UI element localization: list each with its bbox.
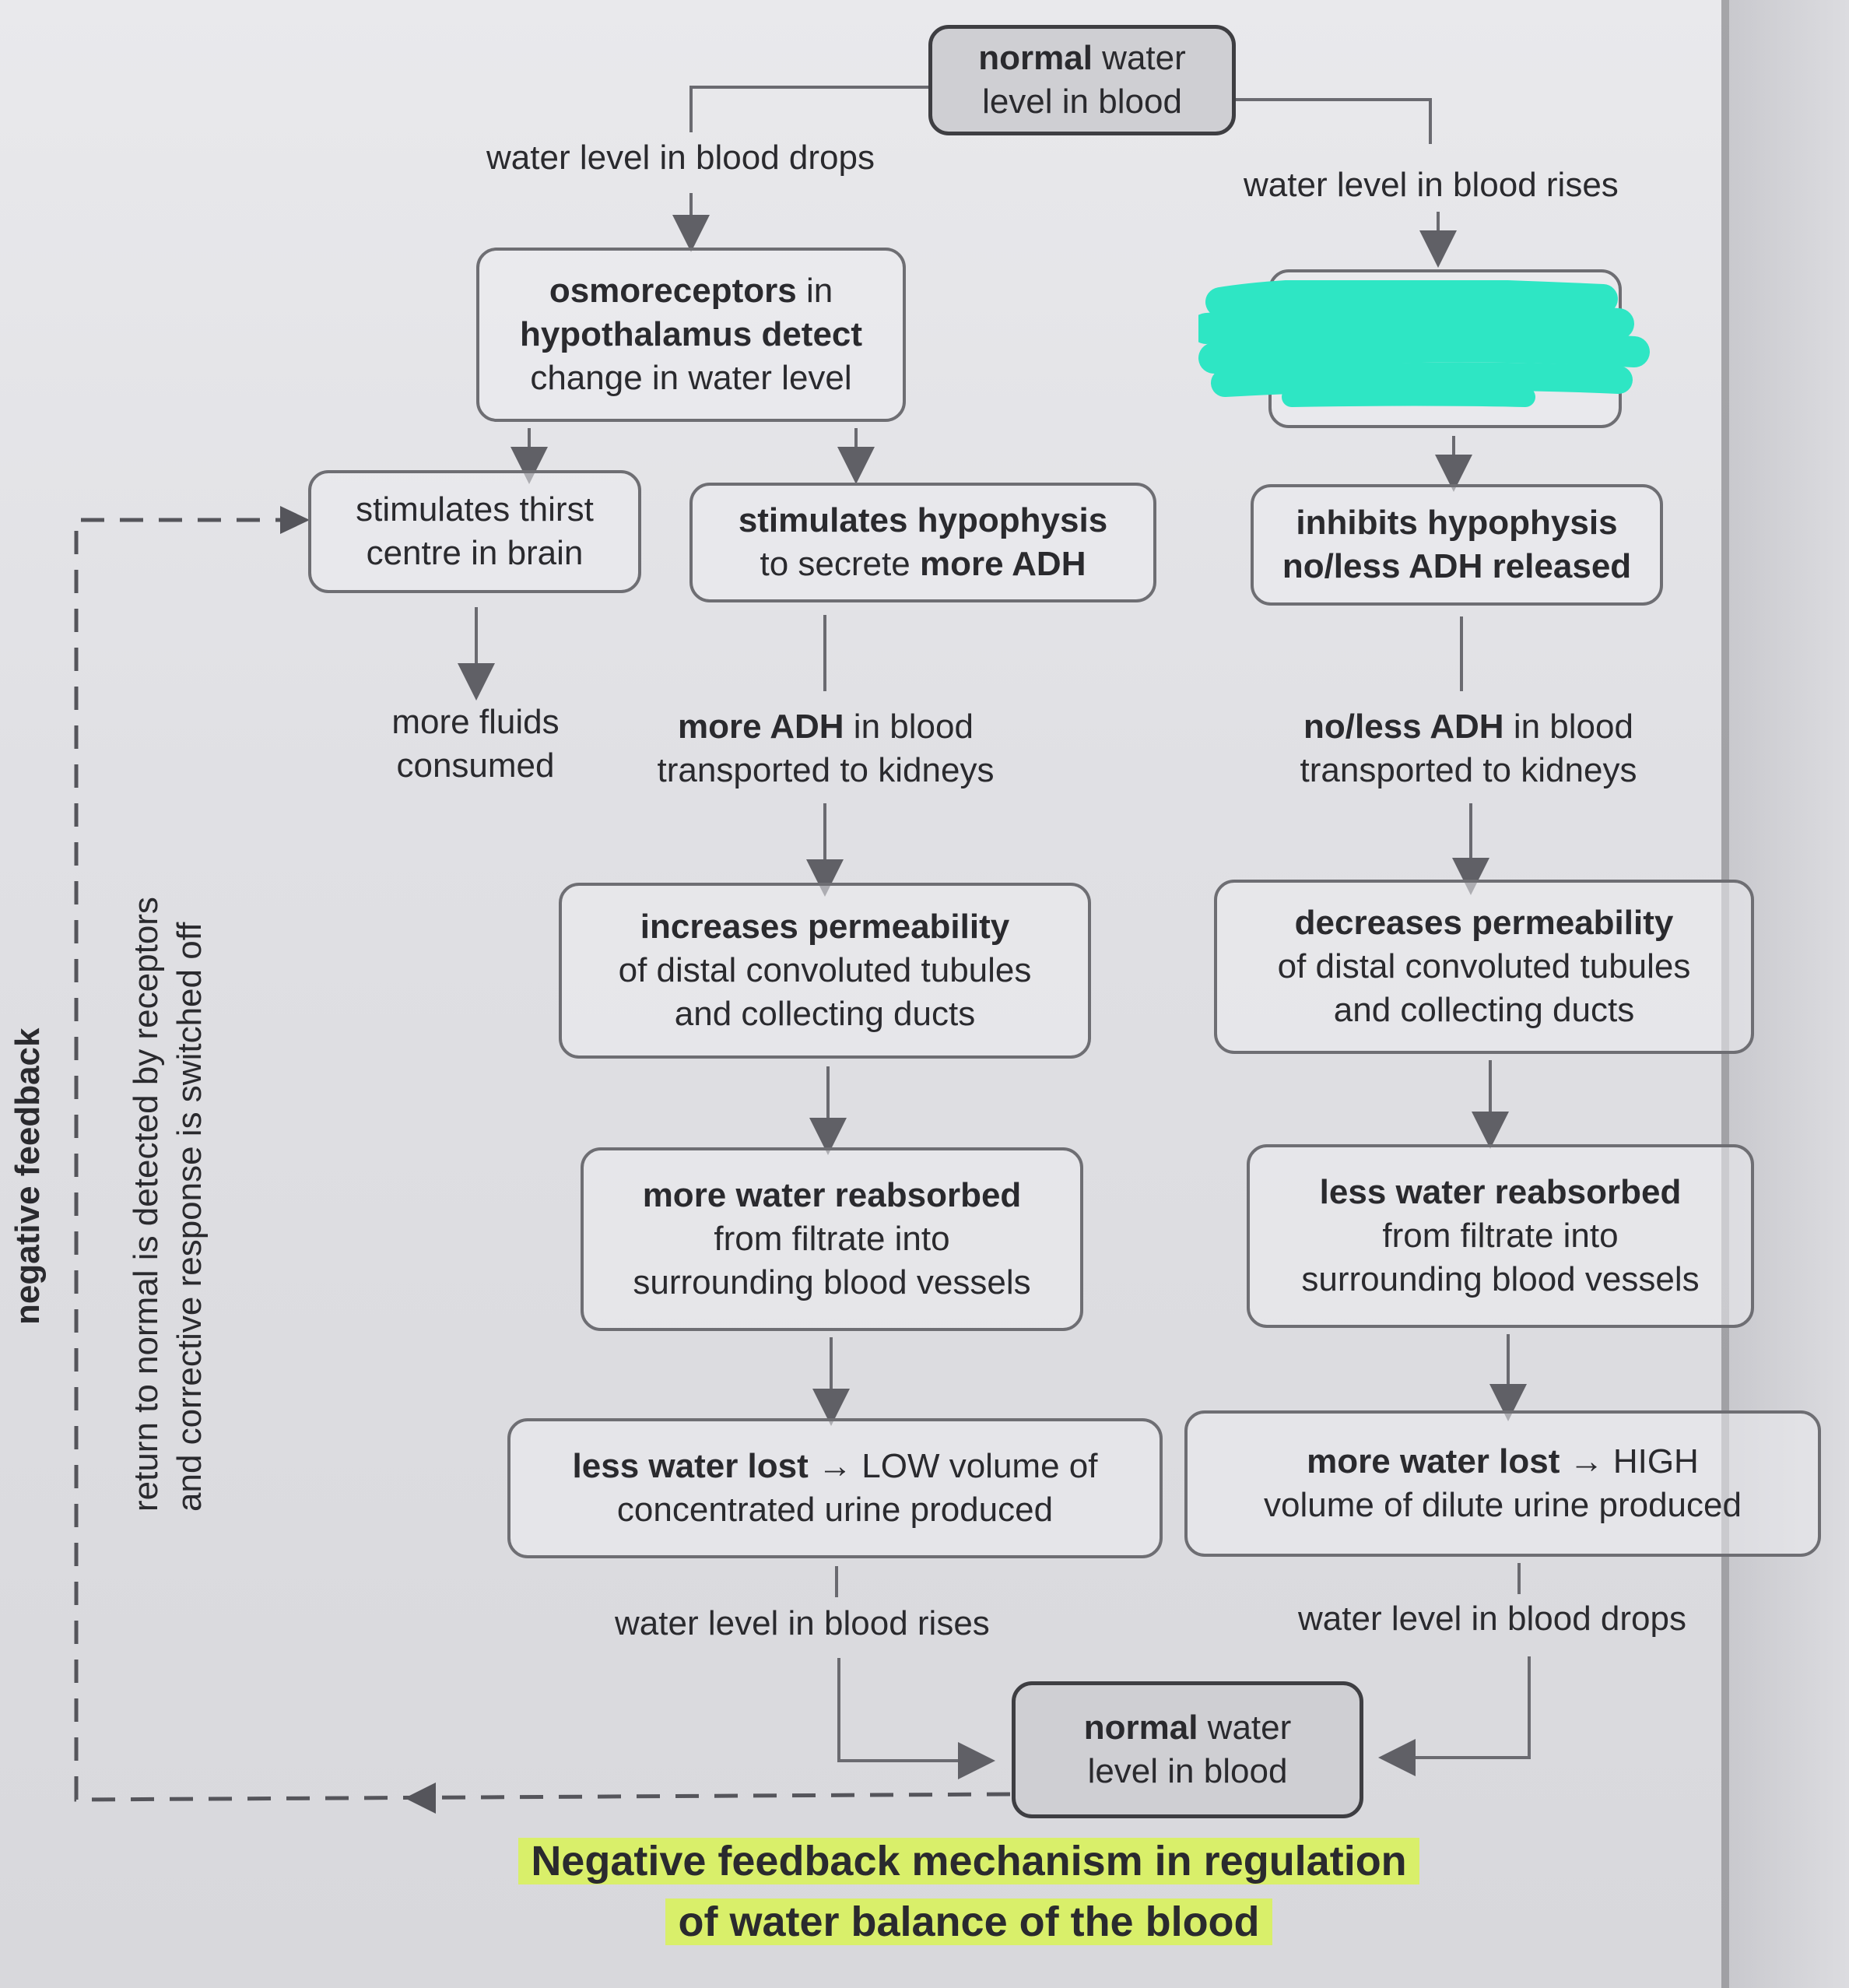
figure-caption: Negative feedback mechanism in regulatio… [475,1831,1463,1953]
urine-low-bold: less water lost [572,1447,809,1486]
top-branch-left [689,86,930,132]
perm-dec-line2: of distal convoluted tubules [1277,947,1691,986]
caption-line1: Negative feedback mechanism in regulatio… [518,1838,1419,1884]
urine-high-line2: volume of dilute urine produced [1264,1486,1742,1524]
bottom-node-bold: normal [1083,1709,1198,1747]
arrow-right-to-bottom-node [1378,1656,1531,1776]
branch-left-label: water level in blood drops [486,139,875,177]
top-node-normal-water-level: normal water level in blood [928,25,1236,135]
adh-more-line2: transported to kidneys [657,750,995,789]
hypo-stim-bold: more ADH [919,545,1086,583]
more-adh-label: more ADH in blood transported to kidneys [637,705,1015,792]
return-line1: return to normal is detected by receptor… [127,897,165,1512]
bottom-node-line2: level in blood [1087,1752,1288,1790]
top-branch-right [1233,98,1432,144]
top-node-bold: normal [978,39,1093,78]
perm-inc-line1: increases permeability [640,908,1010,947]
reabsorb-more-box: more water reabsorbed from filtrate into… [581,1147,1083,1331]
perm-inc-line3: and collecting ducts [674,994,976,1033]
feedback-loop-line [74,518,1011,1802]
less-adh-label: no/less ADH in blood transported to kidn… [1279,705,1658,792]
hypo-inhib-line1: inhibits hypophysis [1296,504,1618,543]
urine-high-rest: → HIGH [1569,1442,1699,1481]
return-to-normal-label: return to normal is detected by receptor… [125,897,212,1512]
reabs-more-line3: surrounding blood vessels [633,1263,1031,1301]
adh-less-rest: in blood [1513,708,1633,746]
urine-low-rest: → LOW volume of [818,1447,1098,1486]
reabsorb-less-box: less water reabsorbed from filtrate into… [1247,1144,1754,1328]
feedback-arrowhead-top [280,506,310,534]
urine-low-line2: concentrated urine produced [616,1491,1054,1529]
osmo-rest: in [805,272,833,311]
perm-inc-line2: of distal convoluted tubules [618,951,1032,990]
result-left-label: water level in blood rises [615,1604,990,1642]
redacted-box: in [1268,269,1622,428]
thirst-centre-box: stimulates thirst centre in brain [308,470,641,593]
perm-dec-line1: decreases permeability [1294,904,1674,943]
permeability-decrease-box: decreases permeability of distal convolu… [1214,880,1754,1054]
thirst-line1: stimulates thirst [356,490,594,529]
reabs-less-line1: less water reabsorbed [1319,1173,1682,1212]
hypophysis-stimulate-box: stimulates hypophysis to secrete more AD… [689,483,1156,602]
reabs-less-line2: from filtrate into [1382,1217,1619,1256]
urine-high-bold: more water lost [1307,1442,1560,1481]
urine-low-volume-box: less water lost → LOW volume of concentr… [507,1418,1163,1558]
osmo-bold: osmoreceptors [549,272,797,311]
fluids-label: more fluids consumed [370,701,581,788]
arrow-left-to-bottom-node [837,1658,995,1779]
adh-less-bold: no/less ADH [1303,708,1504,746]
fluids-line2: consumed [396,746,555,785]
reabs-more-line2: from filtrate into [714,1220,950,1259]
negative-feedback-label: negative feedback [9,1027,47,1326]
top-node-line2: level in blood [982,83,1182,121]
osmo-line3: change in water level [530,358,852,397]
result-right-label: water level in blood drops [1298,1600,1686,1638]
hypo-stim-line1: stimulates hypophysis [738,501,1108,540]
urine-high-volume-box: more water lost → HIGH volume of dilute … [1184,1410,1821,1557]
return-line2: and corrective response is switched off [170,922,209,1512]
adh-more-rest: in blood [853,708,974,746]
reabs-less-line3: surrounding blood vessels [1301,1259,1700,1298]
redacted-fragment: in [1560,285,1581,314]
top-node-rest: water [1102,39,1186,78]
permeability-increase-box: increases permeability of distal convolu… [559,883,1091,1059]
branch-right-label: water level in blood rises [1244,166,1619,204]
osmo-line2: hypothalamus detect [519,315,863,354]
hypo-stim-pre: to secrete [760,545,910,583]
bottom-node-normal-water-level: normal water level in blood [1012,1681,1363,1818]
feedback-arrowhead-bottom [405,1783,436,1814]
caption-line2: of water balance of the blood [665,1898,1272,1946]
bottom-node-rest: water [1207,1709,1292,1747]
hypo-inhib-line2: no/less ADH released [1282,547,1632,585]
thirst-line2: centre in brain [366,534,584,572]
adh-more-bold: more ADH [678,708,844,746]
reabs-more-line1: more water reabsorbed [642,1176,1022,1215]
fluids-line1: more fluids [391,703,560,741]
adh-less-line2: transported to kidneys [1300,750,1637,789]
hypophysis-inhibit-box: inhibits hypophysis no/less ADH released [1251,484,1663,606]
osmoreceptors-box: osmoreceptors in hypothalamus detect cha… [476,248,906,422]
perm-dec-line3: and collecting ducts [1333,990,1635,1029]
